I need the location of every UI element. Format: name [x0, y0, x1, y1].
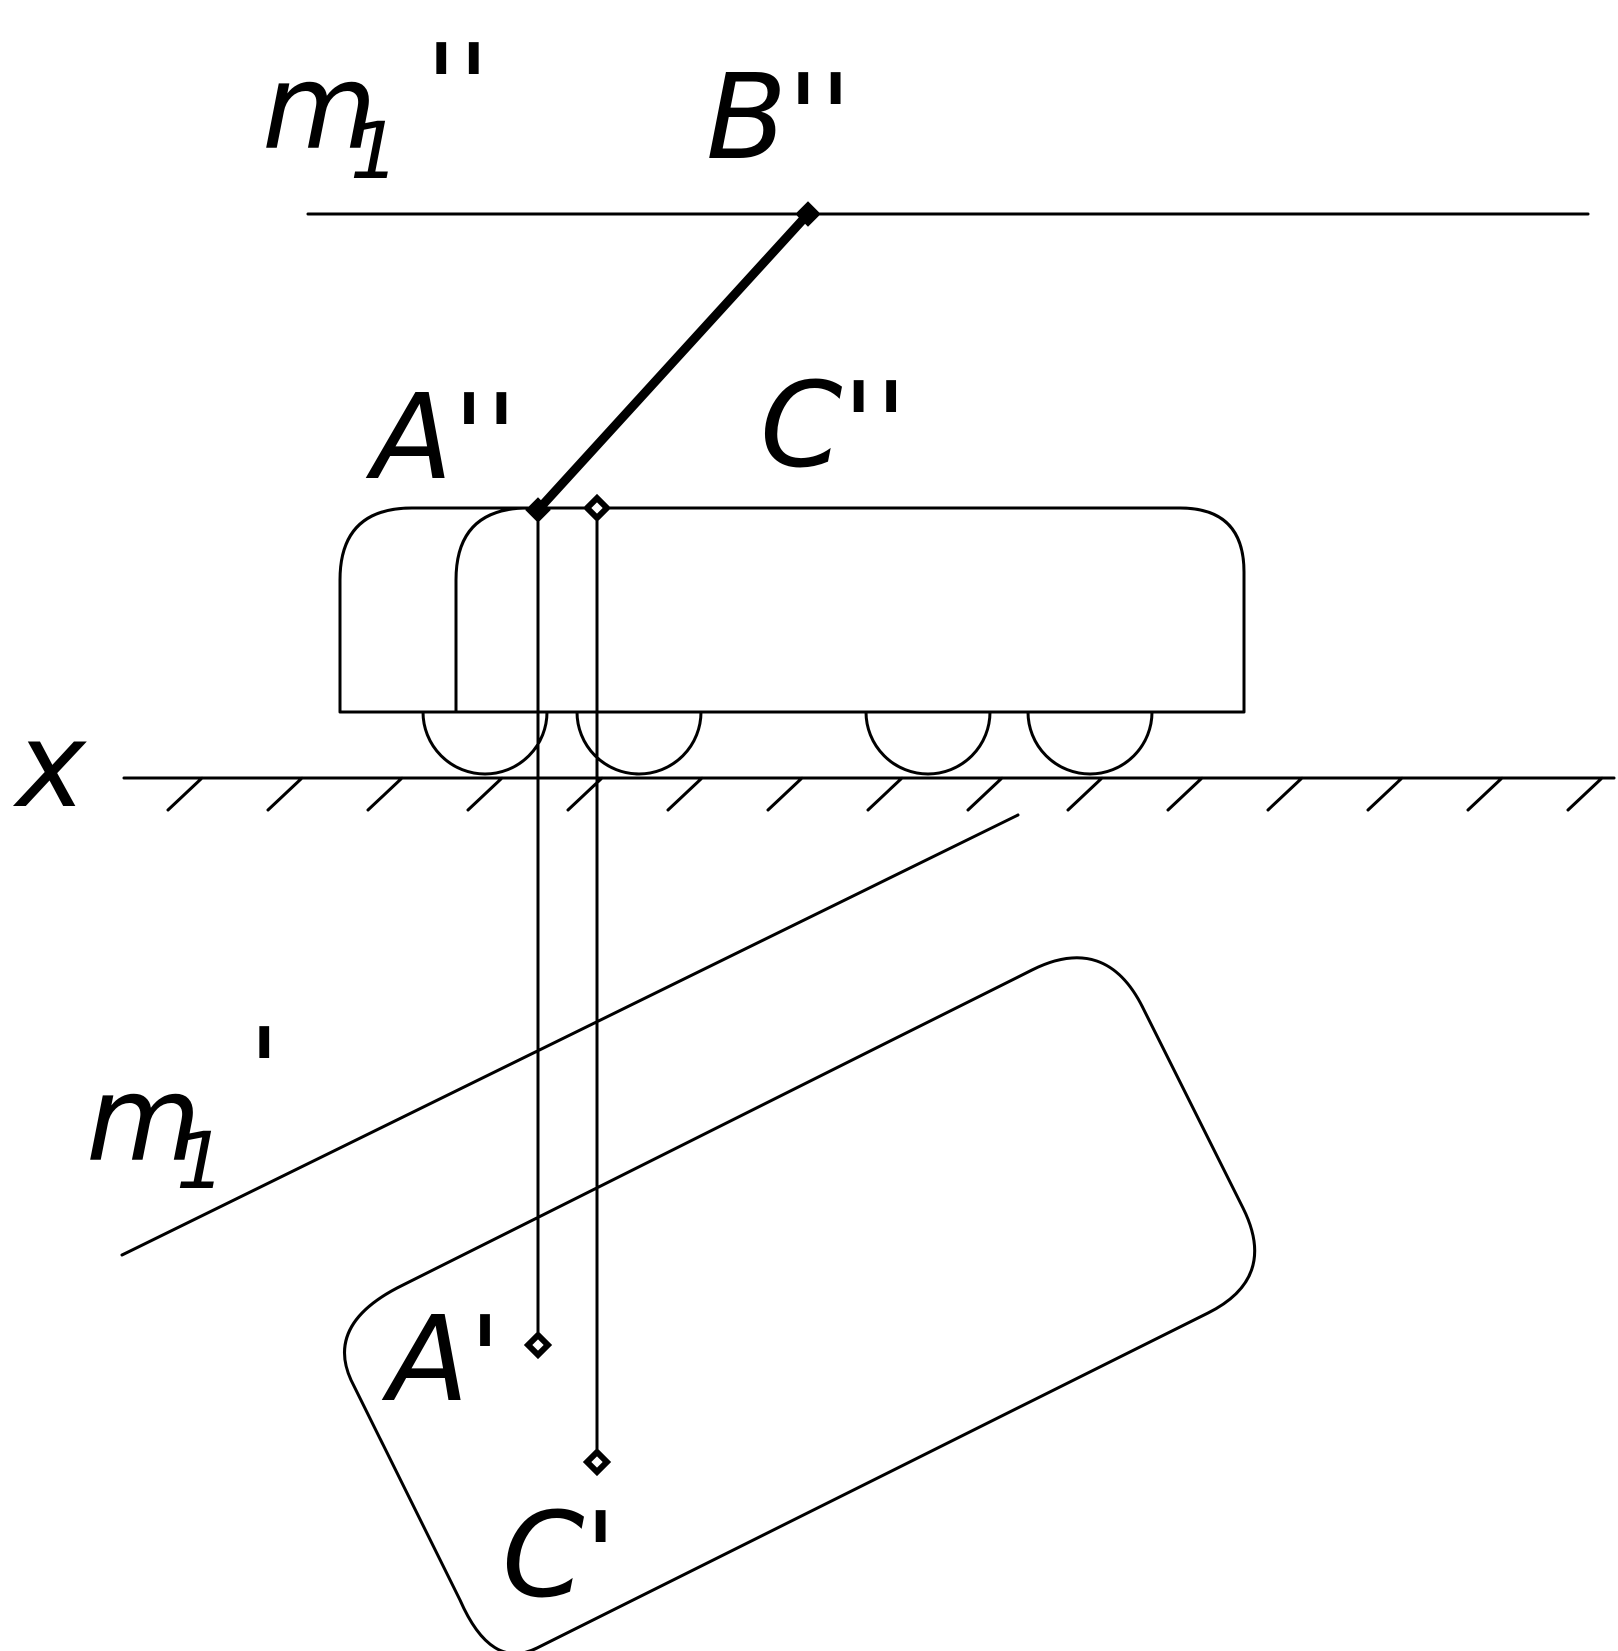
wheel-front-4: [1026, 710, 1154, 776]
label-a-top: A': [381, 1290, 501, 1428]
label-m1-top-sub: 1: [176, 1117, 226, 1207]
label-m1-front: m: [262, 38, 377, 176]
label-c-top: C': [502, 1486, 617, 1624]
point-c-top-marker: [582, 1447, 612, 1477]
segment-a-b-front: [533, 209, 813, 515]
label-m1-front-mark: '': [425, 18, 490, 156]
vehicle-body-front-inner: [454, 506, 530, 714]
label-m1-top: m: [86, 1050, 201, 1188]
point-c-front-marker: [582, 493, 612, 523]
vehicle-body-front-outer: [338, 506, 1246, 714]
vehicle-body-top: [343, 956, 1257, 1651]
point-a-front-marker: [525, 497, 551, 523]
ground-hatching: [166, 776, 1604, 812]
label-a-front: A'': [365, 368, 518, 506]
label-m1-front-sub: 1: [350, 107, 400, 197]
label-m1-top-mark: ': [248, 1002, 280, 1140]
label-b-front: B'': [706, 48, 852, 186]
wheel-front-1: [421, 710, 549, 776]
wheel-front-2: [575, 710, 703, 776]
label-x-axis: x: [12, 696, 87, 834]
line-m1-top: [120, 813, 1020, 1257]
wheel-front-3: [864, 710, 992, 776]
point-a-top-marker: [523, 1330, 553, 1360]
label-c-front: C'': [760, 356, 907, 494]
point-b-front-marker: [795, 201, 821, 227]
